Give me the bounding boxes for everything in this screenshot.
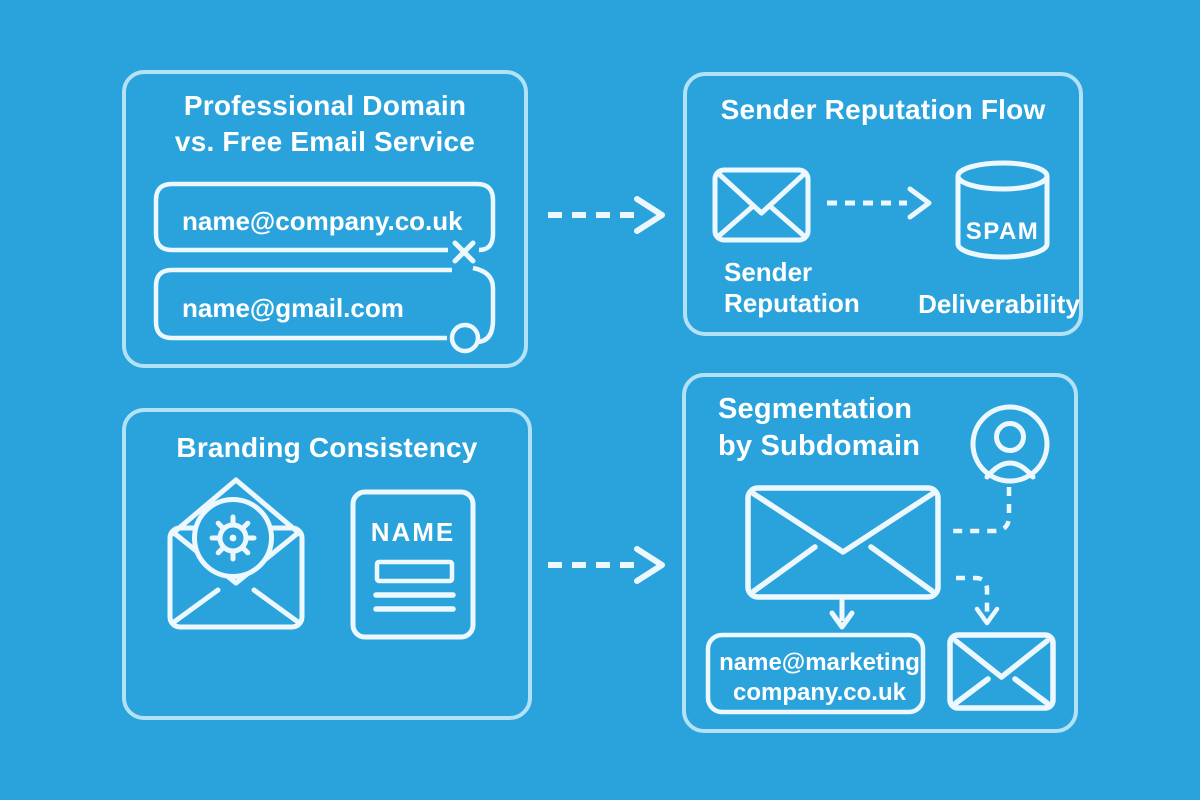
dashed-arrow-top-icon [548,196,665,234]
main-envelope-icon [745,485,941,600]
title-line: Branding Consistency [176,432,478,463]
title-line-1: Segmentation [718,393,913,425]
email-line-2: company.co.uk [733,678,906,706]
panel-sender-reputation-title: Sender Reputation Flow [687,92,1079,128]
panel-branding-title: Branding Consistency [126,430,528,466]
small-envelope-icon [947,632,1056,711]
person-avatar-icon [970,404,1050,484]
card-name-label: NAME [371,517,456,547]
panel-professional-domain: Professional Domain vs. Free Email Servic… [122,70,528,368]
down-arrow-icon [829,599,855,630]
email-line-1: name@marketing [719,648,920,676]
brand-card-icon: NAME [350,489,476,640]
gear-icon [209,514,257,562]
panel-segmentation-title: Segmentation by Subdomain [718,391,920,465]
corner-bracket-icon [472,265,496,345]
title-line: Sender Reputation Flow [720,94,1046,125]
dashed-arrow-to-small-envelope [956,575,1000,626]
deliverability-label: Deliverability [918,289,1080,319]
label-line-1: Sender [724,257,813,287]
spam-database-icon: SPAM [955,160,1050,260]
gear-badge-circle [192,497,274,579]
dashed-arrow-bottom-icon [548,546,665,584]
label-line-2: Reputation [724,288,860,318]
spam-label: SPAM [966,218,1040,245]
x-mark-icon [452,240,476,264]
panel-segmentation-by-subdomain: Segmentation by Subdomain [682,373,1078,733]
title-line-2: vs. Free Email Service [174,126,476,157]
dashed-arrow-icon [827,186,932,220]
title-line-1: Professional Domain [183,90,467,121]
branded-envelope-icon [167,477,305,630]
email-free-text: name@gmail.com [182,293,404,323]
panel-professional-domain-title: Professional Domain vs. Free Email Servic… [126,88,524,160]
title-line-2: by Subdomain [718,430,921,462]
circle-mark-icon [449,322,481,354]
avatar-connector-dashed-line [950,487,1012,534]
email-professional-text: name@company.co.uk [182,206,463,236]
panel-branding-consistency: Branding Consistency NAME [122,408,532,720]
envelope-icon [712,167,811,243]
